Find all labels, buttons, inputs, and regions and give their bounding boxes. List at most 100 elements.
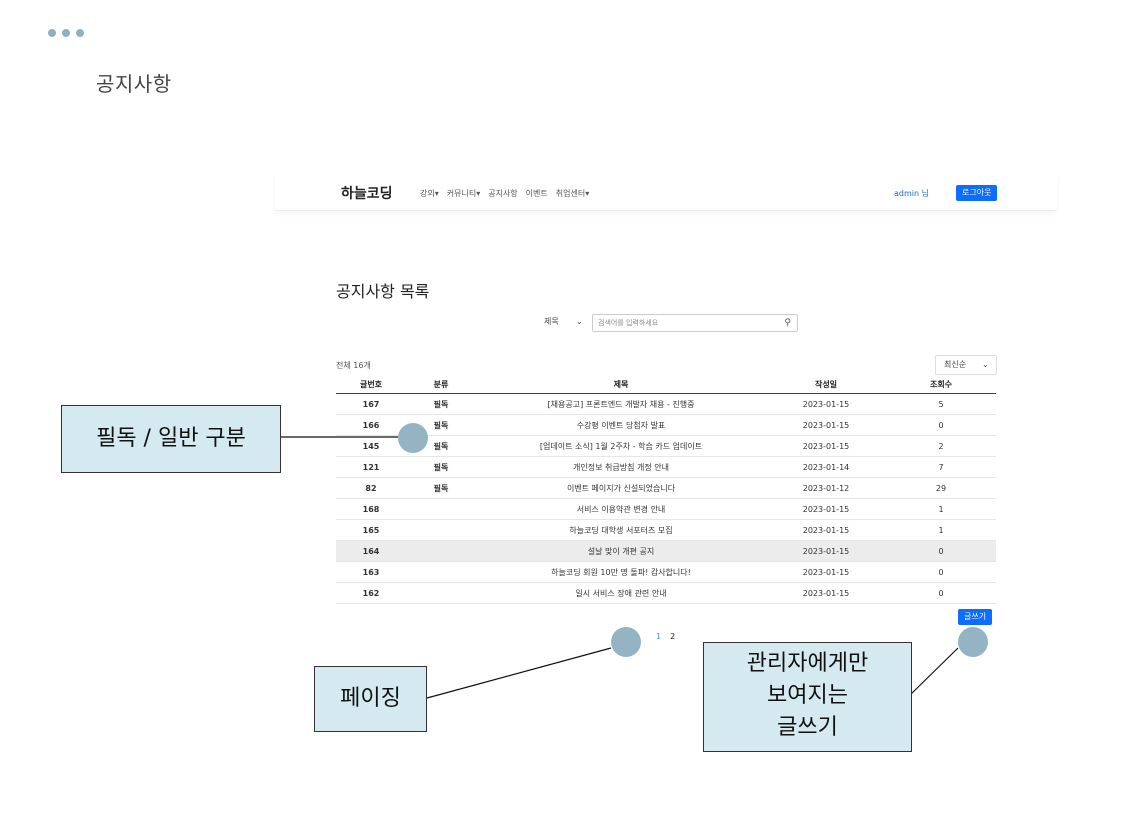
- row-views: 2: [886, 435, 996, 457]
- header-category: 분류: [406, 375, 476, 394]
- pagination: 1 2: [656, 632, 675, 641]
- row-views: 29: [886, 477, 996, 499]
- search-field-select[interactable]: 제목 ⌄: [538, 314, 588, 330]
- search-input[interactable]: 검색어를 입력하세요 ⚲: [592, 314, 798, 332]
- menu-item-notice[interactable]: 공지사항: [488, 189, 518, 198]
- slide-title: 공지사항: [96, 72, 172, 96]
- chevron-down-icon: ⌄: [982, 360, 989, 369]
- row-category: 필독: [406, 477, 476, 499]
- row-title[interactable]: 일시 서비스 장애 관련 안내: [476, 582, 766, 604]
- callout-admin-write: 관리자에게만 보여지는 글쓰기: [703, 642, 912, 752]
- row-title[interactable]: 설날 맞이 개편 공지: [476, 540, 766, 562]
- write-button[interactable]: 글쓰기: [958, 609, 993, 625]
- callout-paging: 페이징: [314, 666, 427, 732]
- logout-button[interactable]: 로그아웃: [956, 185, 998, 201]
- row-date: 2023-01-12: [766, 477, 886, 499]
- category-marker: [398, 423, 428, 453]
- row-date: 2023-01-15: [766, 414, 886, 436]
- row-category: [406, 498, 476, 520]
- row-category: 필독: [406, 456, 476, 478]
- header-views: 조회수: [886, 375, 996, 394]
- search-field-value: 제목: [544, 317, 559, 326]
- callout-admin-write-line: 보여지는: [767, 683, 848, 708]
- chevron-down-icon: ⌄: [576, 317, 583, 326]
- row-views: 5: [886, 393, 996, 415]
- menu-item-career[interactable]: 취업센터▾: [555, 189, 590, 198]
- row-views: 0: [886, 582, 996, 604]
- callout-category: 필독 / 일반 구분: [61, 405, 281, 473]
- row-no: 167: [336, 393, 406, 415]
- row-date: 2023-01-15: [766, 540, 886, 562]
- main-menu: 강의▾ 커뮤니티▾ 공지사항 이벤트 취업센터▾: [420, 188, 589, 199]
- row-views: 1: [886, 498, 996, 520]
- row-category: [406, 540, 476, 562]
- menu-item-lecture[interactable]: 강의▾: [420, 189, 439, 198]
- row-no: 145: [336, 435, 406, 457]
- header-no: 글번호: [336, 375, 406, 394]
- header-title: 제목: [476, 375, 766, 394]
- total-count: 전체 16개: [336, 361, 371, 370]
- row-no: 82: [336, 477, 406, 499]
- row-no: 121: [336, 456, 406, 478]
- page-link-2[interactable]: 2: [670, 632, 676, 641]
- row-date: 2023-01-15: [766, 519, 886, 541]
- page-link-1[interactable]: 1: [656, 632, 662, 641]
- write-marker: [958, 627, 988, 657]
- row-category: [406, 561, 476, 583]
- table-header-row: 글번호 분류 제목 작성일 조회수: [336, 375, 996, 394]
- row-date: 2023-01-15: [766, 498, 886, 520]
- row-views: 1: [886, 519, 996, 541]
- sort-value: 최신순: [944, 360, 967, 369]
- callout-admin-write-line: 관리자에게만: [746, 651, 869, 676]
- row-title[interactable]: 이벤트 페이지가 신설되었습니다: [476, 477, 766, 499]
- row-date: 2023-01-15: [766, 561, 886, 583]
- row-date: 2023-01-15: [766, 582, 886, 604]
- row-views: 0: [886, 561, 996, 583]
- menu-item-community[interactable]: 커뮤니티▾: [446, 189, 481, 198]
- user-name: admin 님: [894, 189, 929, 198]
- row-views: 0: [886, 414, 996, 436]
- row-category: [406, 519, 476, 541]
- sort-select[interactable]: 최신순 ⌄: [935, 355, 997, 375]
- row-no: 165: [336, 519, 406, 541]
- row-no: 162: [336, 582, 406, 604]
- row-title[interactable]: 수강평 이벤트 당첨자 발표: [476, 414, 766, 436]
- search-placeholder: 검색어를 입력하세요: [598, 319, 659, 327]
- row-category: [406, 582, 476, 604]
- row-title[interactable]: [업데이트 소식] 1월 2주차 - 학습 카드 업데이트: [476, 435, 766, 457]
- row-date: 2023-01-14: [766, 456, 886, 478]
- row-title[interactable]: 하늘코딩 회원 10만 명 돌파! 감사합니다!: [476, 561, 766, 583]
- row-no: 164: [336, 540, 406, 562]
- row-views: 0: [886, 540, 996, 562]
- search-icon[interactable]: ⚲: [784, 318, 791, 328]
- menu-item-event[interactable]: 이벤트: [525, 189, 548, 198]
- row-date: 2023-01-15: [766, 435, 886, 457]
- row-title[interactable]: [채용공고] 프론트엔드 개발자 채용 - 진행중: [476, 393, 766, 415]
- row-category: 필독: [406, 393, 476, 415]
- row-title[interactable]: 하늘코딩 대학생 서포터즈 모집: [476, 519, 766, 541]
- row-title[interactable]: 서비스 이용약관 변경 안내: [476, 498, 766, 520]
- brand-logo[interactable]: 하늘코딩: [341, 186, 393, 202]
- callout-admin-write-line: 글쓰기: [777, 715, 838, 740]
- navbar: 하늘코딩 강의▾ 커뮤니티▾ 공지사항 이벤트 취업센터▾ admin 님 로그…: [275, 172, 1057, 211]
- page-title: 공지사항 목록: [336, 282, 430, 301]
- row-no: 168: [336, 498, 406, 520]
- row-title[interactable]: 개인정보 취급방침 개정 안내: [476, 456, 766, 478]
- header-date: 작성일: [766, 375, 886, 394]
- row-date: 2023-01-15: [766, 393, 886, 415]
- slide-dots: [48, 29, 84, 37]
- row-no: 166: [336, 414, 406, 436]
- row-no: 163: [336, 561, 406, 583]
- row-views: 7: [886, 456, 996, 478]
